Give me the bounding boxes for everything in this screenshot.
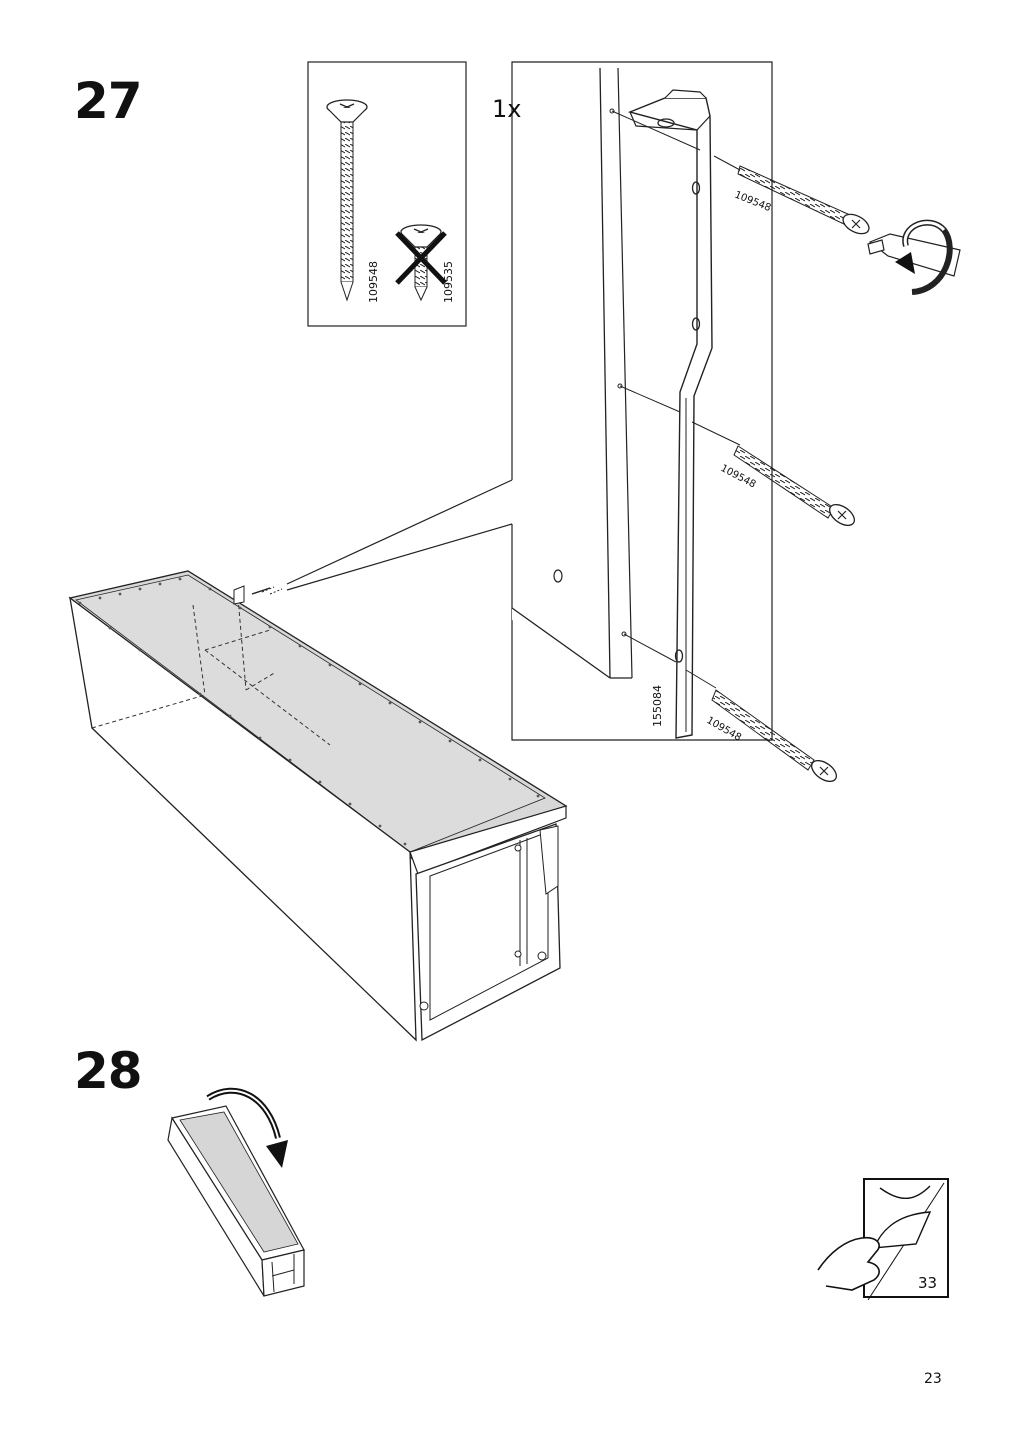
turn-page-hand-icon <box>817 1178 949 1301</box>
bracket-code: 155084 <box>651 685 664 727</box>
rotate-arrow-icon <box>895 219 953 295</box>
flip-arrow-icon <box>206 1087 288 1168</box>
correct-screw-code: 109548 <box>367 261 380 303</box>
turn-page-number: 33 <box>918 1274 937 1292</box>
screwdriver-icon <box>867 233 961 277</box>
cross-icon <box>395 231 447 285</box>
side-panel <box>511 67 633 679</box>
screw-callout-3: 109548 <box>705 715 744 744</box>
cabinet-illustration <box>68 570 568 1042</box>
screw-icon <box>733 445 856 527</box>
step-27-number: 27 <box>74 72 143 130</box>
quantity-label: 1x <box>492 95 521 123</box>
wrong-screw-code: 109535 <box>442 261 455 303</box>
step-28-number: 28 <box>74 1042 143 1100</box>
flip-cabinet-illustration <box>167 1105 305 1297</box>
screw-comparison-box: 109548 109535 <box>307 61 467 327</box>
guide-lines <box>611 110 741 689</box>
metal-bracket-icon <box>627 89 713 739</box>
page-number: 23 <box>924 1371 942 1387</box>
screw-icon <box>737 165 870 235</box>
screw-icon <box>711 689 838 783</box>
screw-callout-1: 109548 <box>733 190 773 215</box>
correct-screw-icon <box>326 99 368 302</box>
detail-callout <box>286 61 773 741</box>
